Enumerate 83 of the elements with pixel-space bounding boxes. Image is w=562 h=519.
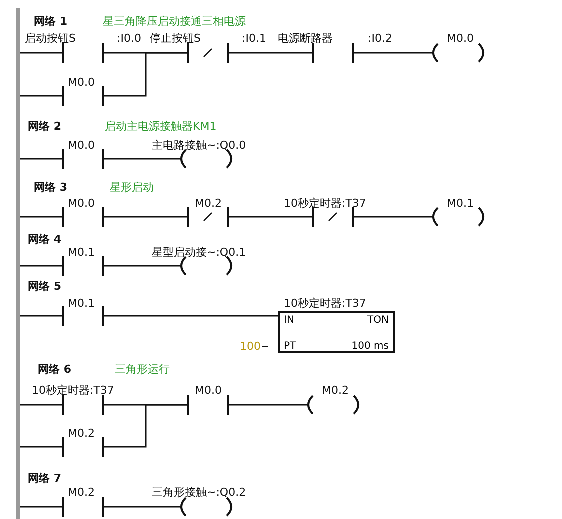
- wire: [20, 158, 63, 160]
- normally-closed-contact-symbol: [187, 43, 229, 63]
- contact-label: :I0.1: [242, 32, 266, 45]
- wire: [20, 216, 63, 218]
- coil-symbol: [180, 256, 232, 276]
- coil-label: M0.1: [447, 197, 474, 210]
- network-heading: 网络 2: [28, 120, 62, 133]
- wire: [20, 95, 63, 97]
- wire: [20, 446, 63, 448]
- contact-label: :I0.2: [368, 32, 392, 45]
- timer-label: 10秒定时器:T37: [284, 297, 366, 310]
- normally-open-contact-symbol: [62, 256, 104, 276]
- wire: [228, 216, 313, 218]
- comment-text: 三角形运行: [115, 363, 170, 376]
- wire: [20, 52, 63, 54]
- contact-label: M0.1: [68, 246, 95, 259]
- coil-label: 主电路接触~:Q0.0: [152, 139, 246, 152]
- contact-label: 10秒定时器:T37: [284, 197, 366, 210]
- normally-open-contact-symbol: [312, 43, 354, 63]
- wire: [103, 158, 181, 160]
- normally-open-contact-symbol: [187, 395, 229, 415]
- comment-text: 星三角降压启动接通三相电源: [103, 15, 246, 28]
- contact-label: 10秒定时器:T37: [32, 384, 114, 397]
- wire: [103, 216, 188, 218]
- wire: [228, 52, 313, 54]
- wire: [353, 52, 433, 54]
- block-text: 100 ms: [352, 341, 389, 352]
- normally-open-contact-symbol: [62, 207, 104, 227]
- coil-label: 星型启动接~:Q0.1: [152, 246, 246, 259]
- contact-label: 停止按钮S: [150, 32, 201, 45]
- network-heading: 网络 3: [34, 181, 68, 194]
- wire: [103, 265, 181, 267]
- normally-open-contact-symbol: [62, 86, 104, 106]
- coil-symbol: [432, 207, 484, 227]
- comment-text: 星形启动: [110, 181, 154, 194]
- network-heading: 网络 1: [34, 15, 68, 28]
- coil-label: M0.2: [322, 384, 349, 397]
- wire: [20, 404, 63, 406]
- contact-label: M0.0: [195, 384, 222, 397]
- contact-label: M0.2: [195, 197, 222, 210]
- wire: [353, 216, 433, 218]
- coil-label: 三角形接触~:Q0.2: [152, 486, 246, 499]
- contact-label: M0.2: [68, 486, 95, 499]
- contact-label: M0.2: [68, 427, 95, 440]
- wire: [103, 52, 188, 97]
- normally-closed-contact-symbol: [312, 207, 354, 227]
- normally-open-contact-symbol: [62, 395, 104, 415]
- wire: [20, 265, 63, 267]
- power-rail: [16, 8, 20, 519]
- comment-text: 启动主电源接触器KM1: [105, 120, 217, 133]
- contact-label: M0.0: [68, 76, 95, 89]
- wire: [103, 404, 188, 448]
- network-heading: 网络 6: [38, 363, 72, 376]
- network-heading: 网络 4: [28, 233, 62, 246]
- contact-label: 启动按钮S: [25, 32, 76, 45]
- contact-label: M0.0: [68, 139, 95, 152]
- coil-symbol: [180, 497, 232, 517]
- coil-symbol: [308, 395, 360, 415]
- pin-label: IN: [284, 315, 294, 326]
- wire: [20, 315, 63, 317]
- contact-label: M0.1: [68, 297, 95, 310]
- pin-label: PT: [284, 341, 296, 352]
- wire: [20, 506, 63, 508]
- normally-closed-contact-symbol: [187, 207, 229, 227]
- contact-label: M0.0: [68, 197, 95, 210]
- normally-open-contact-symbol: [62, 437, 104, 457]
- contact-label: :I0.0: [117, 32, 142, 45]
- wire: [103, 506, 181, 508]
- coil-symbol: [432, 43, 484, 63]
- normally-open-contact-symbol: [62, 306, 104, 326]
- network-heading: 网络 7: [28, 472, 62, 485]
- parameter-value: 100: [240, 340, 268, 353]
- block-text: TON: [368, 315, 389, 326]
- normally-open-contact-symbol: [62, 149, 104, 169]
- coil-label: M0.0: [447, 32, 474, 45]
- contact-label: 电源断路器: [278, 32, 333, 45]
- timer-block: [278, 311, 395, 353]
- wire: [228, 404, 308, 406]
- normally-open-contact-symbol: [62, 497, 104, 517]
- network-heading: 网络 5: [28, 280, 62, 293]
- coil-symbol: [180, 149, 232, 169]
- normally-open-contact-symbol: [62, 43, 104, 63]
- wire: [103, 315, 278, 317]
